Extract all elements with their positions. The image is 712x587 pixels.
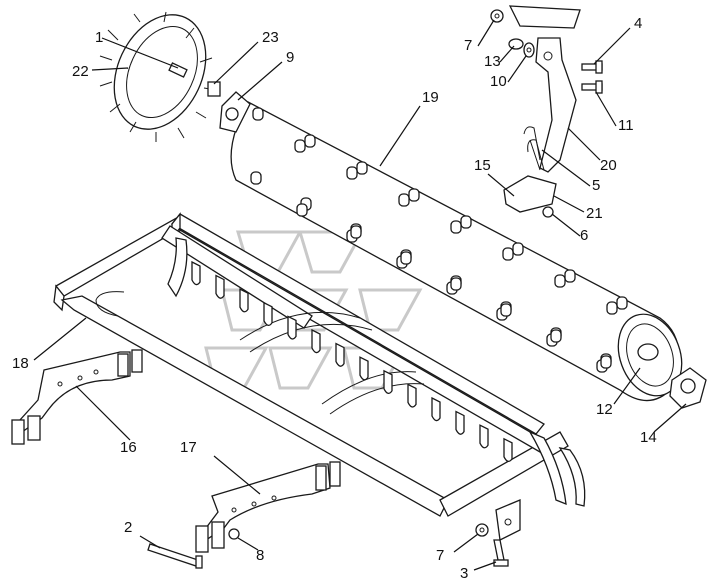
- nut-8: [228, 528, 240, 540]
- callout-c23: 23: [262, 29, 279, 46]
- washer-10: [523, 42, 535, 58]
- cleated-end-wheel: [99, 11, 221, 142]
- callout-c18: 18: [12, 355, 29, 372]
- roller-stud: [398, 193, 410, 207]
- roller-stud: [550, 329, 562, 343]
- roller-stud: [460, 215, 472, 229]
- hitch-bracket-16: [11, 349, 143, 445]
- frame-lug: [335, 342, 345, 367]
- roller-stud: [296, 203, 308, 217]
- mounting-arm: [503, 5, 581, 213]
- callout-c8: 8: [256, 547, 264, 564]
- roller-stud: [564, 269, 576, 283]
- callout-c11: 11: [618, 117, 634, 134]
- roller-stud: [450, 277, 462, 291]
- callout-c3: 3: [460, 565, 468, 582]
- callout-c22: 22: [72, 63, 89, 80]
- roller-stud: [400, 251, 412, 265]
- callout-c13: 13: [484, 53, 501, 70]
- bearing-flange-right: [669, 367, 707, 409]
- nut-7-top: [490, 9, 504, 23]
- callout-c14: 14: [640, 429, 657, 446]
- roller-stud: [346, 166, 358, 180]
- nut-7-bottom: [475, 523, 489, 537]
- callout-c10: 10: [490, 73, 507, 90]
- callout-c19: 19: [422, 89, 439, 106]
- roller-stud: [600, 355, 612, 369]
- bearing-flange-left: [219, 91, 251, 133]
- callout-c20: 20: [600, 157, 617, 174]
- callout-c7b: 7: [436, 547, 444, 564]
- callout-c7a: 7: [464, 37, 472, 54]
- roller-stud: [304, 134, 316, 148]
- callout-c12: 12: [596, 401, 613, 418]
- frame-lug: [503, 437, 513, 462]
- frame-lug: [215, 274, 225, 299]
- frame-lug: [287, 315, 297, 340]
- roller-stud: [356, 161, 368, 175]
- callout-c9: 9: [286, 49, 294, 66]
- bolt-2: [147, 543, 203, 569]
- roller-stud: [252, 107, 264, 121]
- callout-c5: 5: [592, 177, 600, 194]
- rear-plate: [495, 499, 521, 541]
- bolt-4: [581, 60, 603, 74]
- callout-c6: 6: [580, 227, 588, 244]
- nut-6: [542, 206, 554, 218]
- bushing-13: [508, 38, 524, 50]
- callout-c16: 16: [120, 439, 137, 456]
- callout-c4: 4: [634, 15, 642, 32]
- callout-c2: 2: [124, 519, 132, 536]
- frame-lug: [455, 410, 465, 435]
- spring-tines: [167, 237, 586, 507]
- roller-stud: [616, 296, 628, 310]
- callout-c17: 17: [180, 439, 197, 456]
- roller-stud: [606, 301, 618, 315]
- frame-lug: [479, 424, 489, 449]
- frame-lug: [239, 288, 249, 313]
- callout-c15: 15: [474, 157, 491, 174]
- callout-c1: 1: [95, 29, 103, 46]
- frame-lug: [263, 301, 273, 326]
- roller-stud: [502, 247, 514, 261]
- frame-lug: [191, 260, 201, 286]
- bolt-3: [493, 539, 509, 567]
- frame-lugs: [191, 260, 513, 462]
- roller-stud: [512, 242, 524, 256]
- main-frame: [53, 212, 569, 517]
- roller-stud: [554, 274, 566, 288]
- roller-studs: [250, 107, 628, 373]
- u-bolt-5: [527, 139, 545, 171]
- roller-stud: [294, 139, 306, 153]
- roller-stud: [450, 220, 462, 234]
- hitch-bracket-17: [195, 461, 341, 553]
- roller-stud: [500, 303, 512, 317]
- frame-lug: [407, 383, 417, 408]
- roller-stud: [408, 188, 420, 202]
- frame-lug: [383, 369, 393, 394]
- frame-lug: [311, 328, 321, 354]
- roller-stud: [350, 225, 362, 239]
- callout-c21: 21: [586, 205, 603, 222]
- roller-stud: [250, 171, 262, 185]
- frame-lug: [359, 356, 369, 381]
- frame-lug: [431, 396, 441, 422]
- bolt-11: [581, 80, 603, 94]
- leader-lines: [33, 19, 687, 571]
